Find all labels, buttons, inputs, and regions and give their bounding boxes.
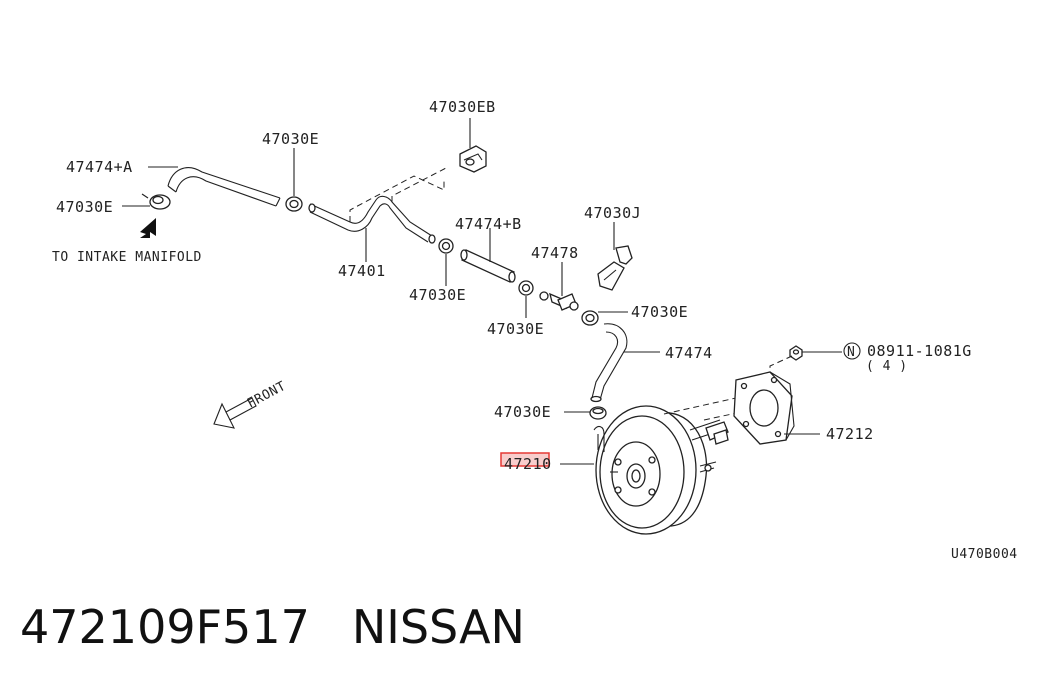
clamp-47030e-mid2: [518, 280, 534, 296]
label-47030e-top: 47030E: [262, 130, 319, 148]
label-47030e-left: 47030E: [56, 198, 113, 216]
label-47212: 47212: [826, 425, 874, 443]
label-qty: ( 4 ): [866, 359, 908, 374]
label-47474-a: 47474+A: [66, 158, 133, 176]
footer-caption: 472109F517 NISSAN: [20, 600, 525, 654]
label-08911-1081g: 08911-1081G: [867, 342, 972, 360]
label-intake-manifold: TO INTAKE MANIFOLD: [52, 250, 202, 265]
tube-47401: [308, 195, 436, 244]
clamp-47030e-left: [141, 193, 171, 210]
nut-08911-1081g: [789, 345, 803, 361]
clamp-47030e-low: [589, 406, 607, 420]
label-47478: 47478: [531, 244, 579, 262]
front-arrow-icon: [213, 397, 257, 429]
label-front: FRONT: [245, 379, 289, 412]
clamp-47030e-mid: [438, 238, 454, 254]
clamp-47030e-right: [581, 310, 599, 326]
label-47474: 47474: [665, 344, 713, 362]
bracket-47030j: [597, 245, 633, 291]
brake-booster-47210[interactable]: [593, 405, 729, 535]
label-47030e-right: 47030E: [631, 303, 688, 321]
label-47030e-mid: 47030E: [409, 286, 466, 304]
part-number: 472109F517: [20, 600, 310, 654]
label-47474-b: 47474+B: [455, 215, 522, 233]
gasket-47212: [733, 371, 795, 445]
hose-47474: [590, 323, 628, 403]
valve-47478: [539, 291, 579, 311]
label-47401: 47401: [338, 262, 386, 280]
bracket-47030eb: [459, 145, 487, 173]
label-47030eb: 47030EB: [429, 98, 496, 116]
label-47030j: 47030J: [584, 204, 641, 222]
clamp-47030e-top: [285, 196, 303, 212]
label-47030e-mid2: 47030E: [487, 320, 544, 338]
label-47210[interactable]: 47210: [504, 455, 552, 473]
n-symbol: N: [847, 345, 855, 360]
diagram-code: U470B004: [951, 547, 1018, 562]
intake-arrow-icon: [140, 218, 156, 238]
hose-47474-b: [460, 249, 516, 283]
hose-47474-a: [167, 167, 281, 207]
brand-name: NISSAN: [351, 600, 525, 654]
highlight-box-47210[interactable]: [500, 452, 550, 467]
n-symbol-circle: [843, 342, 861, 360]
label-47030e-low: 47030E: [494, 403, 551, 421]
